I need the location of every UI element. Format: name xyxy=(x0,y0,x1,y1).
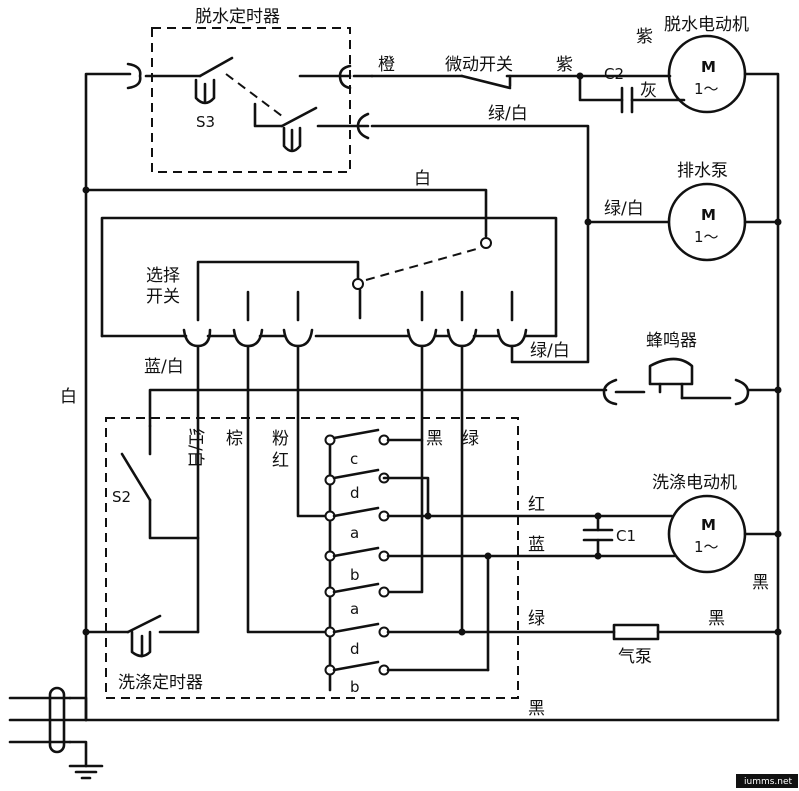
wire-label-black-2: 黑 xyxy=(752,573,769,593)
contact-d2: d xyxy=(350,640,360,658)
white-wire xyxy=(84,188,488,238)
wire-label-black-3: 黑 xyxy=(708,609,725,629)
micro-switch-label: 微动开关 xyxy=(445,55,513,75)
wire-label-blue-white: 蓝/白 xyxy=(144,357,184,377)
drain-pump: M 1～ xyxy=(667,182,782,262)
wire-label-brown: 棕 xyxy=(226,429,243,449)
c1-label: C1 xyxy=(616,527,636,545)
right-bus xyxy=(743,72,780,722)
c2-label: C2 xyxy=(604,65,624,83)
spin-motor-m: M xyxy=(701,58,716,76)
contact-d: d xyxy=(350,484,360,502)
selector-switch-label-1: 选择 xyxy=(146,266,180,286)
air-pump-label: 气泵 xyxy=(618,647,652,667)
wash-motor-phase: 1～ xyxy=(694,538,719,556)
s2-label: S2 xyxy=(112,488,131,506)
wire-label-pink: 粉 xyxy=(272,429,289,449)
air-pump xyxy=(612,623,782,641)
wire-label-black-1: 黑 xyxy=(426,429,443,449)
contact-a: a xyxy=(350,524,359,542)
wire-label-black-4: 黑 xyxy=(528,699,545,719)
contact-b: b xyxy=(350,566,360,584)
wire-label-green-white-3: 绿/白 xyxy=(530,341,570,361)
wire-label-green-white-1: 绿/白 xyxy=(488,104,528,124)
cam-contacts xyxy=(324,428,490,692)
contact-c: c xyxy=(350,450,358,468)
watermark: iumms.net xyxy=(744,777,793,787)
contact-b2: b xyxy=(350,678,360,696)
wire-label-gray: 灰 xyxy=(640,81,657,101)
wash-timer-label: 洗涤定时器 xyxy=(118,673,203,693)
s2-switch xyxy=(120,424,200,540)
c1-capacitor xyxy=(582,512,614,560)
drain-pump-m: M xyxy=(701,206,716,224)
selector-switch-label-2: 开关 xyxy=(146,287,180,307)
wash-motor-label: 洗涤电动机 xyxy=(652,473,737,493)
wire-label-green-white-2: 绿/白 xyxy=(604,199,644,219)
spin-motor-label: 脱水电动机 xyxy=(664,15,749,35)
power-plug xyxy=(8,686,780,780)
wire-label-pink-red: 红 xyxy=(272,451,289,471)
wire-label-blue: 蓝 xyxy=(528,535,545,555)
micro-switch xyxy=(370,74,582,90)
wire-label-green-2: 绿 xyxy=(528,609,545,629)
wash-timer-box xyxy=(105,417,519,699)
wire-label-red: 红 xyxy=(528,495,545,515)
wire-label-purple: 紫 xyxy=(556,55,573,75)
spin-motor-phase: 1～ xyxy=(694,80,719,98)
wire-label-orange: 橙 xyxy=(378,55,395,75)
drain-pump-label: 排水泵 xyxy=(677,161,728,181)
wash-motor: M 1～ xyxy=(667,494,782,574)
s3-label: S3 xyxy=(196,113,215,131)
contact-a2: a xyxy=(350,600,359,618)
spin-timer-label: 脱水定时器 xyxy=(195,7,280,27)
spin-timer-switch xyxy=(84,56,670,722)
wire-label-green-1: 绿 xyxy=(462,429,479,449)
wire-label-white-left: 白 xyxy=(60,387,77,407)
selector-switch xyxy=(100,216,558,348)
drain-pump-phase: 1～ xyxy=(694,228,719,246)
c2-capacitor xyxy=(576,72,686,114)
wash-motor-m: M xyxy=(701,516,716,534)
wire-label-white-top: 白 xyxy=(414,169,431,189)
buzzer-label: 蜂鸣器 xyxy=(646,331,697,351)
spin-motor: M 1～ xyxy=(667,34,747,114)
spin-timer-box xyxy=(151,27,351,173)
buzzer xyxy=(148,357,782,428)
wire-label-purple-2: 紫 xyxy=(636,27,653,47)
wash-timer-switch xyxy=(82,614,200,658)
wire-label-red-white: 红/白 xyxy=(185,428,205,468)
